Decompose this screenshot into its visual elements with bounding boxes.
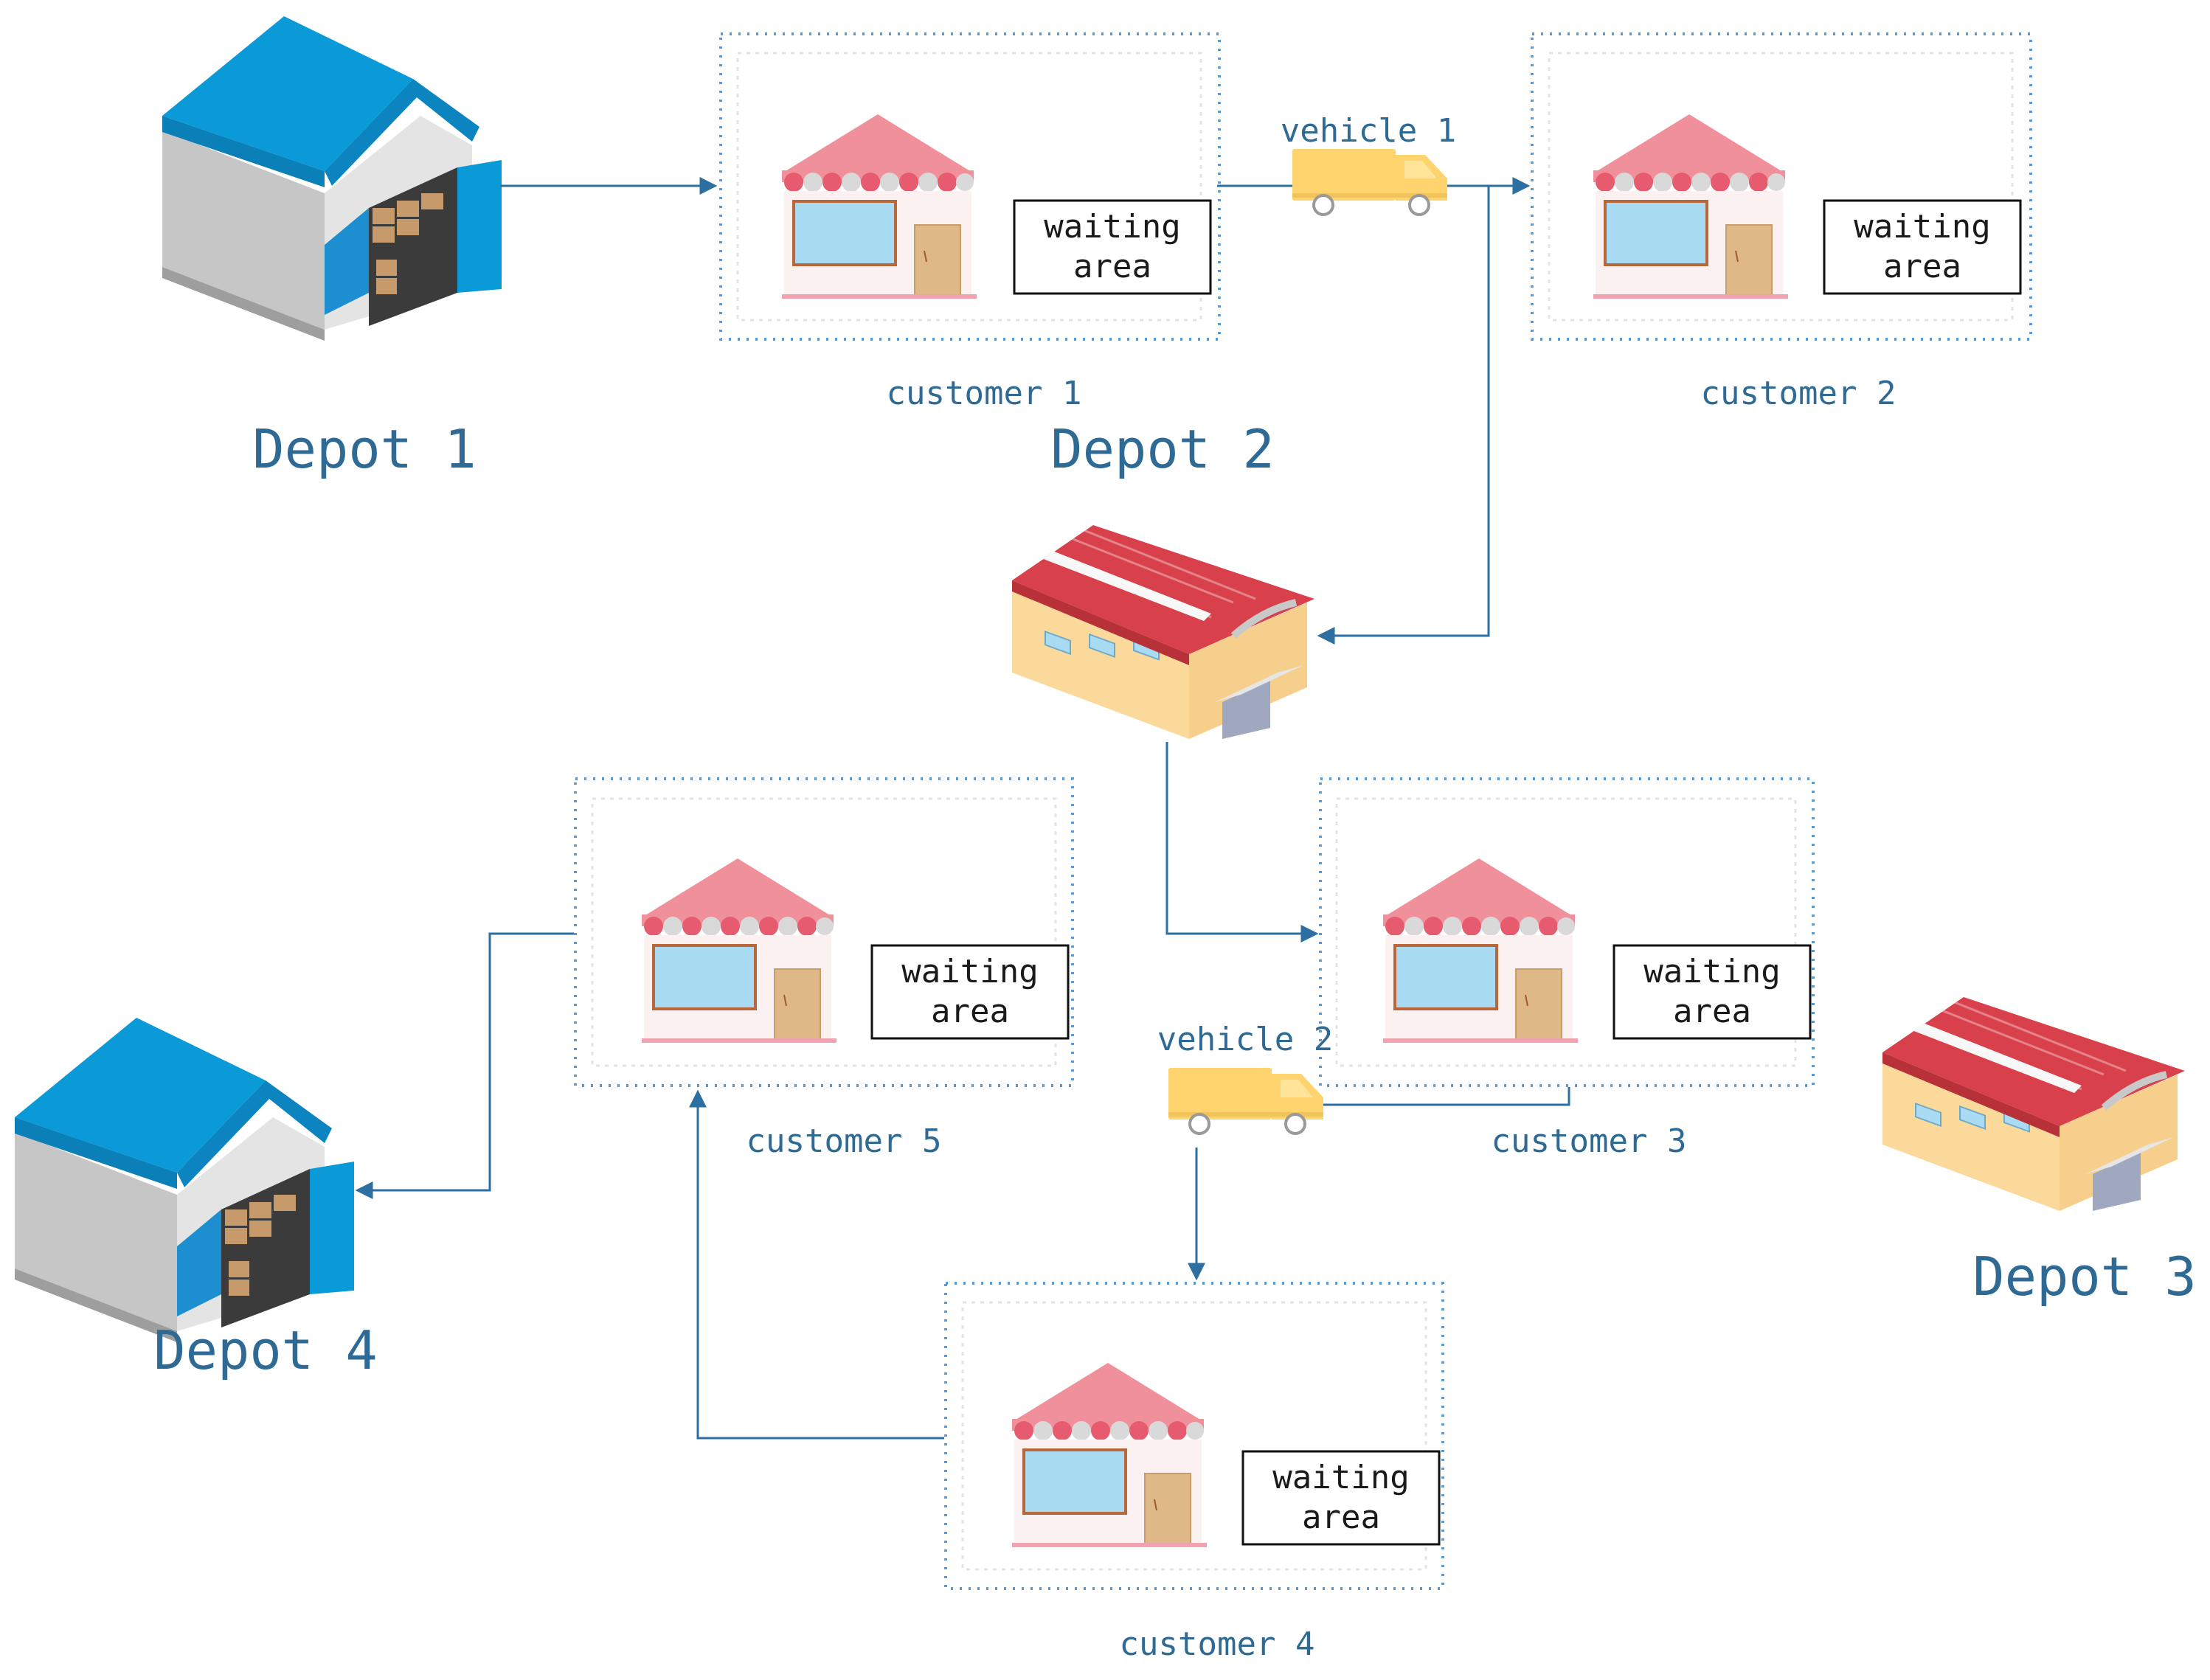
waiting-area-line2: area bbox=[1883, 248, 1961, 285]
store-icon bbox=[1592, 113, 1790, 300]
route-arrows bbox=[355, 177, 1570, 1440]
customer-frame bbox=[719, 32, 1221, 341]
customer-label-4: customer 4 bbox=[1120, 1625, 1315, 1663]
waiting-area-line1: waiting bbox=[1854, 208, 1990, 246]
depot-label-1: Depot 1 bbox=[252, 418, 476, 480]
customer-frame bbox=[944, 1282, 1444, 1590]
waiting-area-line1: waiting bbox=[1272, 1459, 1409, 1496]
customer-frame bbox=[1531, 32, 2032, 341]
route-line-customer3-to-vehicle2 bbox=[1320, 1087, 1570, 1106]
customer-frame bbox=[574, 777, 1074, 1087]
waiting-area-line2: area bbox=[931, 993, 1009, 1030]
blue-warehouse-icon bbox=[162, 16, 502, 341]
customer-node-3: waiting area bbox=[1319, 777, 1815, 1087]
waiting-area-box bbox=[870, 944, 1070, 1040]
blue-warehouse-icon bbox=[15, 1018, 354, 1342]
route-arrow-depot2-to-customer3 bbox=[1165, 742, 1319, 943]
customer-inner-frame bbox=[591, 797, 1057, 1067]
customer-inner-frame bbox=[961, 1301, 1427, 1571]
waiting-area-line1: waiting bbox=[901, 953, 1038, 990]
red-roof-factory-icon bbox=[1012, 525, 1314, 739]
waiting-area-line2: area bbox=[1673, 993, 1751, 1030]
vehicle-label-2: vehicle 2 bbox=[1157, 1021, 1333, 1058]
customer-frame bbox=[1319, 777, 1815, 1087]
customer-node-4: waiting area bbox=[944, 1282, 1444, 1590]
customer-node-2: waiting area bbox=[1531, 32, 2032, 341]
vehicle-label-1: vehicle 1 bbox=[1281, 112, 1456, 150]
red-roof-factory-icon bbox=[1882, 997, 2185, 1211]
route-arrow-customer5-to-depot4 bbox=[355, 932, 574, 1199]
store-icon bbox=[640, 857, 838, 1044]
store-icon bbox=[1011, 1361, 1208, 1549]
route-arrow-customer4-to-customer5 bbox=[689, 1089, 944, 1440]
customer-node-5: waiting area bbox=[574, 777, 1074, 1087]
waiting-area-box bbox=[1823, 199, 2022, 295]
customer-inner-frame bbox=[736, 52, 1202, 322]
customer-label-3: customer 3 bbox=[1492, 1122, 1687, 1160]
waiting-area-line2: area bbox=[1073, 248, 1151, 285]
depot-label-3: Depot 3 bbox=[1972, 1246, 2196, 1308]
store-icon bbox=[780, 113, 978, 300]
waiting-area-box bbox=[1241, 1450, 1441, 1546]
depot-label-4: Depot 4 bbox=[153, 1319, 377, 1381]
truck-icon bbox=[1291, 147, 1449, 216]
customer-label-2: customer 2 bbox=[1701, 375, 1896, 412]
depot-label-2: Depot 2 bbox=[1050, 418, 1274, 480]
customer-node-1: waiting area bbox=[719, 32, 1221, 341]
waiting-area-line2: area bbox=[1302, 1499, 1380, 1536]
store-icon bbox=[1382, 857, 1579, 1044]
truck-icon bbox=[1167, 1066, 1325, 1135]
customer-label-1: customer 1 bbox=[887, 375, 1082, 412]
waiting-area-box bbox=[1013, 199, 1212, 295]
waiting-area-line1: waiting bbox=[1044, 208, 1180, 246]
waiting-area-line1: waiting bbox=[1643, 953, 1780, 990]
customer-inner-frame bbox=[1548, 52, 2014, 322]
customer-label-5: customer 5 bbox=[747, 1122, 942, 1160]
route-arrow-to-depot2 bbox=[1317, 186, 1490, 645]
waiting-area-box bbox=[1613, 944, 1812, 1040]
